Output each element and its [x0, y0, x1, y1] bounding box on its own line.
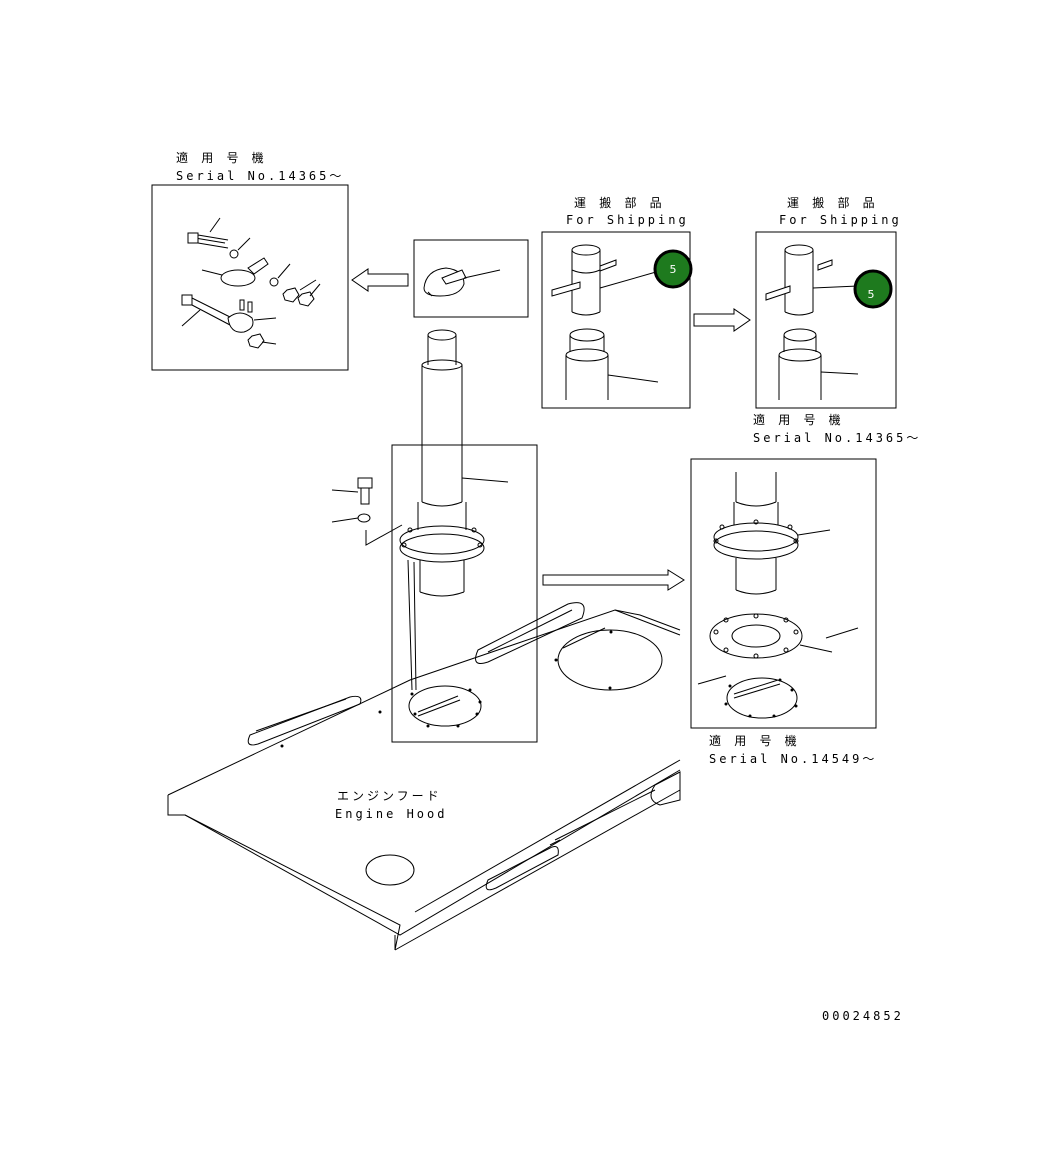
detail-panel-serial-14549: [690, 458, 877, 729]
shipping-label: For Shipping: [566, 213, 689, 227]
engine-hood-drawing: [167, 602, 681, 951]
serial-label-jp: 適 用 号 機: [709, 733, 800, 748]
arrow-right-bottom: [542, 569, 685, 591]
serial-label-jp: 適 用 号 機: [176, 150, 267, 165]
shipping-panel-left: [541, 231, 691, 409]
shipping-panel-right: [755, 231, 897, 409]
callout-5-left[interactable]: 5: [653, 249, 693, 289]
detail-panel-serial-14365: [151, 184, 349, 371]
arrow-right-top: [693, 308, 751, 332]
cap-panel: [413, 239, 529, 318]
shipping-label: For Shipping: [779, 213, 902, 227]
serial-label: Serial No.14365～: [176, 169, 344, 183]
drawing-number: 00024852: [822, 1009, 904, 1023]
shipping-label-jp: 運 搬 部 品: [574, 195, 665, 210]
engine-hood-label-jp: エンジンフード: [337, 789, 442, 803]
serial-label-jp: 適 用 号 機: [753, 412, 844, 427]
callout-number: 5: [670, 263, 677, 276]
exhaust-pipe-assembly: [331, 329, 538, 743]
shipping-label-jp: 運 搬 部 品: [787, 195, 878, 210]
arrow-left: [351, 268, 409, 292]
callout-number: 5: [868, 288, 875, 301]
callout-5-right[interactable]: 5: [853, 269, 893, 309]
serial-label: Serial No.14365～: [753, 431, 921, 445]
serial-label: Serial No.14549～: [709, 752, 877, 766]
engine-hood-label: Engine Hood: [335, 807, 447, 821]
